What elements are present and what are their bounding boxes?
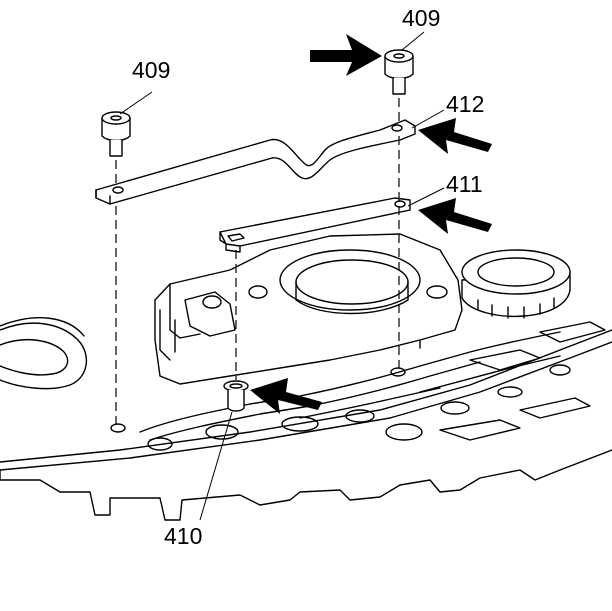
arrow-icon — [418, 118, 492, 154]
ring-nut — [461, 249, 571, 319]
arrow-icon — [310, 34, 382, 76]
arrow-icon — [250, 378, 322, 414]
callout-leaders — [119, 31, 445, 521]
valve-body-casting — [0, 317, 612, 521]
bolt-409-left — [101, 111, 131, 157]
pointer-arrows — [250, 34, 492, 414]
arrow-icon — [418, 198, 492, 234]
bore-boss — [154, 233, 463, 385]
callout-410: 410 — [164, 523, 202, 549]
bracket-411 — [219, 197, 411, 253]
bolt-409-right — [384, 49, 414, 95]
callout-labels: 409 409 412 411 410 — [132, 5, 484, 549]
callout-412: 412 — [446, 91, 484, 117]
callout-409-left: 409 — [132, 57, 170, 83]
bracket-412 — [95, 119, 416, 205]
sleeve-410 — [223, 380, 249, 412]
alignment-lines — [115, 98, 400, 424]
callout-411: 411 — [446, 171, 483, 197]
callout-409-right: 409 — [402, 5, 440, 31]
